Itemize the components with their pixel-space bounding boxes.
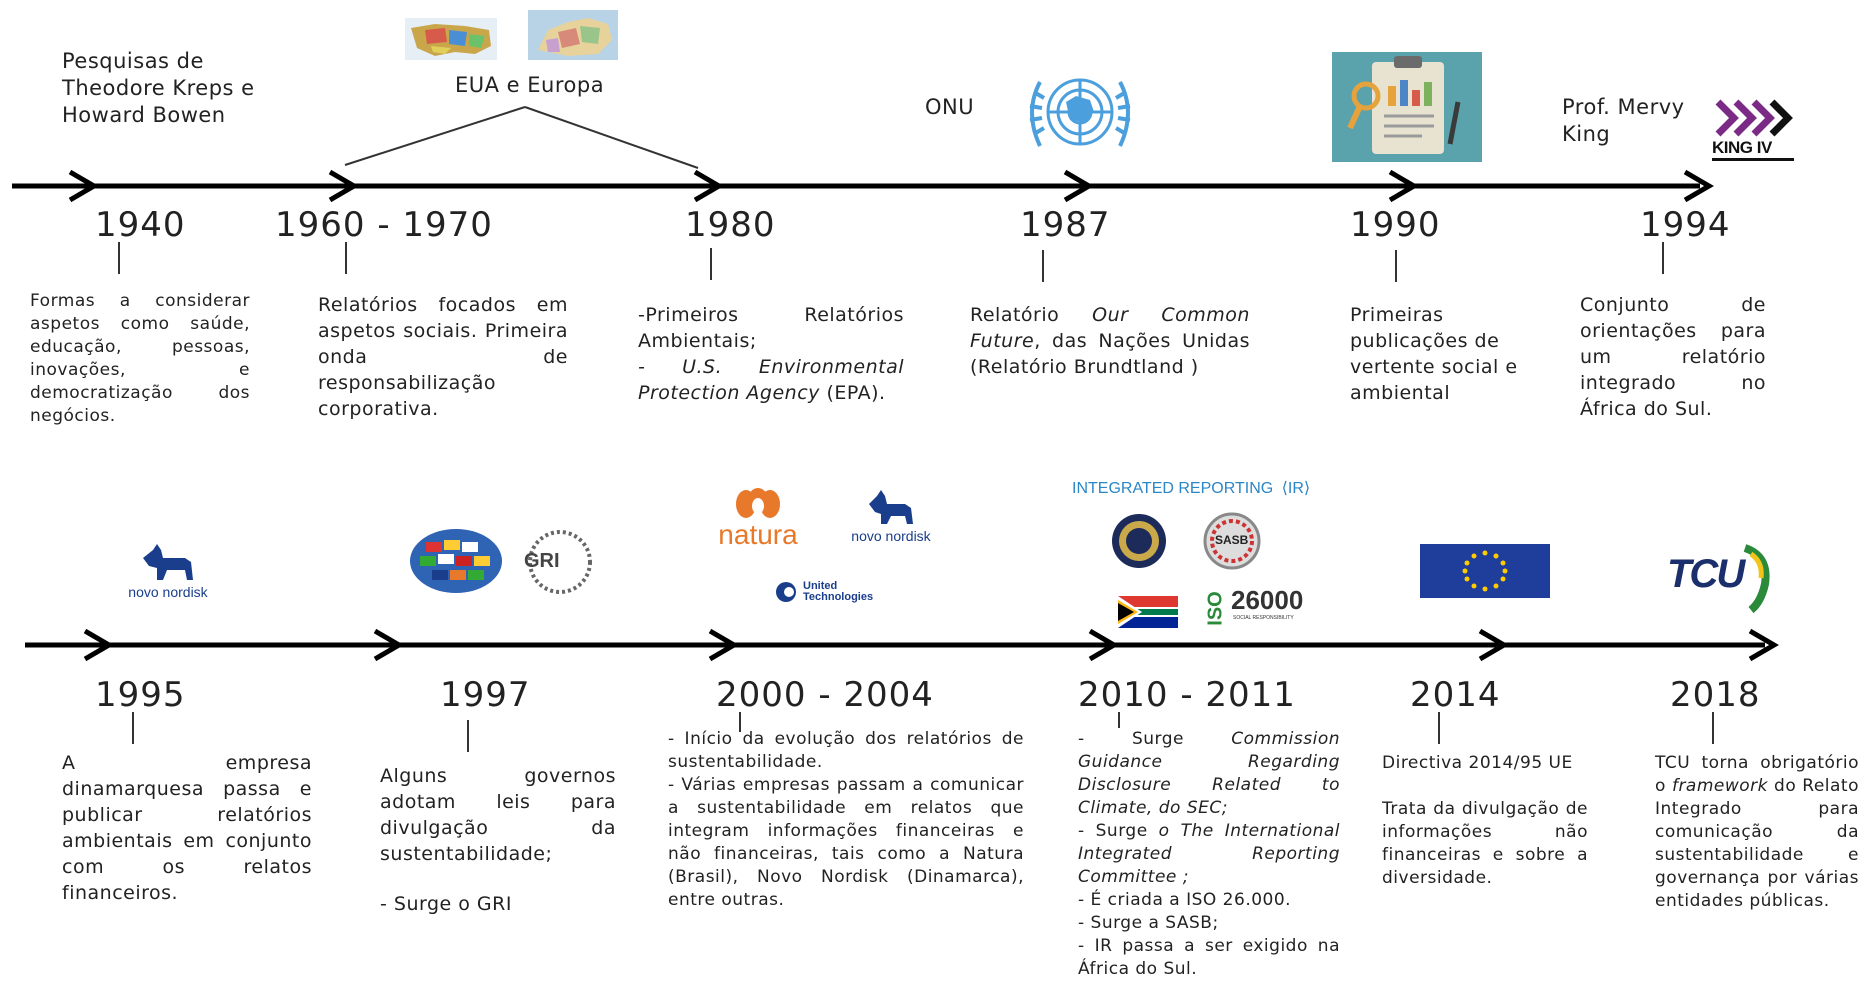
year-1940: 1940 [95,205,186,245]
natura-logo: natura [700,488,816,554]
tick-2018 [1712,712,1714,744]
novo-nordisk-text-2: novo nordisk [851,528,931,544]
iso-subtitle: SOCIAL RESPONSIBILITY [1233,615,1294,621]
desc-2010-2011: - Surge Commission Guidance Regarding Di… [1078,729,1341,979]
novo-nordisk-logo: novo nordisk [108,540,228,610]
eua-europa-label: EUA e Europa [455,73,605,97]
tick-1995 [132,712,134,744]
tick-1960 [345,242,347,274]
king-iv-logo: KING IV [1712,98,1798,168]
year-1990: 1990 [1350,205,1441,245]
un-emblem-icon [1010,62,1150,162]
desc-1940: Formas a considerar aspetos como saúde, … [30,291,250,426]
year-1997: 1997 [440,675,531,715]
tick-1997 [467,720,469,752]
south-africa-flag-icon [1118,596,1178,628]
year-2018: 2018 [1670,675,1761,715]
tick-1994 [1662,242,1664,274]
desc-1987: Relatório Our Common Future, das Nações … [970,304,1250,378]
report-clipboard-icon [1332,52,1482,162]
year-1960-1970: 1960 - 1970 [275,205,493,245]
desc-1994: Conjunto de orientações para um relatóri… [1580,294,1766,420]
usa-map-image [405,18,497,60]
europe-map-image [528,10,618,60]
integrated-reporting-logo: INTEGRATED REPORTING ⟨IR⟩ [1072,480,1311,497]
year-1987: 1987 [1020,205,1111,245]
eu-flag-icon [1420,544,1550,598]
king-person-label: Prof. Mervy King [1562,95,1685,146]
iso-26000-logo: ISO 26000 SOCIAL RESPONSIBILITY [1204,585,1304,626]
sec-seal-icon [1102,512,1176,570]
sasb-logo: SASB [1195,512,1269,570]
year-1994: 1994 [1640,205,1731,245]
research-label: Pesquisas de Theodore Kreps e Howard Bow… [62,49,255,127]
novo-nordisk-logo-2: novo nordisk [836,488,946,554]
sasb-text: SASB [1215,533,1249,547]
globe-flags-icon [408,526,504,596]
novo-nordisk-text: novo nordisk [128,584,208,600]
king-iv-text: KING IV [1712,138,1794,161]
tick-2000 [739,712,741,732]
year-2000-2004: 2000 - 2004 [716,675,934,715]
ir-tag: IR [1287,480,1304,497]
natura-text: natura [718,519,798,550]
desc-2018: TCU torna obrigatório o framework do Rel… [1655,753,1860,911]
gri-text: GRI [524,550,560,572]
tcu-logo: TCU [1665,544,1775,614]
tick-1990 [1395,250,1397,282]
united-technologies-logo: United Technologies [775,580,895,604]
tick-2014 [1438,712,1440,744]
tick-2010 [1118,712,1120,728]
desc-1960-1970: Relatórios focados em aspetos sociais. P… [318,294,568,420]
united-technologies-text: United Technologies [803,580,874,603]
onu-label: ONU [925,95,975,119]
desc-1997: Alguns governos adotam leis para divulga… [380,765,616,915]
desc-2000-2004: - Início da evolução dos relatórios de s… [668,729,1024,910]
iso-number: 26000 [1231,585,1304,615]
desc-1980: -Primeiros Relatórios Ambientais; - U.S.… [638,304,904,404]
tcu-text: TCU [1667,552,1745,596]
year-2010-2011: 2010 - 2011 [1078,675,1296,715]
tick-1940 [118,242,120,274]
desc-1995: A empresa dinamarquesa passa e publicar … [62,752,312,904]
desc-2014: Directiva 2014/95 UE Trata da divulgação… [1382,753,1588,888]
year-1995: 1995 [95,675,186,715]
tick-1980 [710,248,712,280]
gri-logo: GRI [520,528,600,596]
tick-1987 [1042,250,1044,282]
iso-text: ISO [1204,591,1227,626]
ir-text: INTEGRATED REPORTING [1072,480,1274,497]
year-2014: 2014 [1410,675,1501,715]
year-1980: 1980 [685,205,776,245]
desc-1990: Primeiras publicações de vertente social… [1350,304,1518,404]
